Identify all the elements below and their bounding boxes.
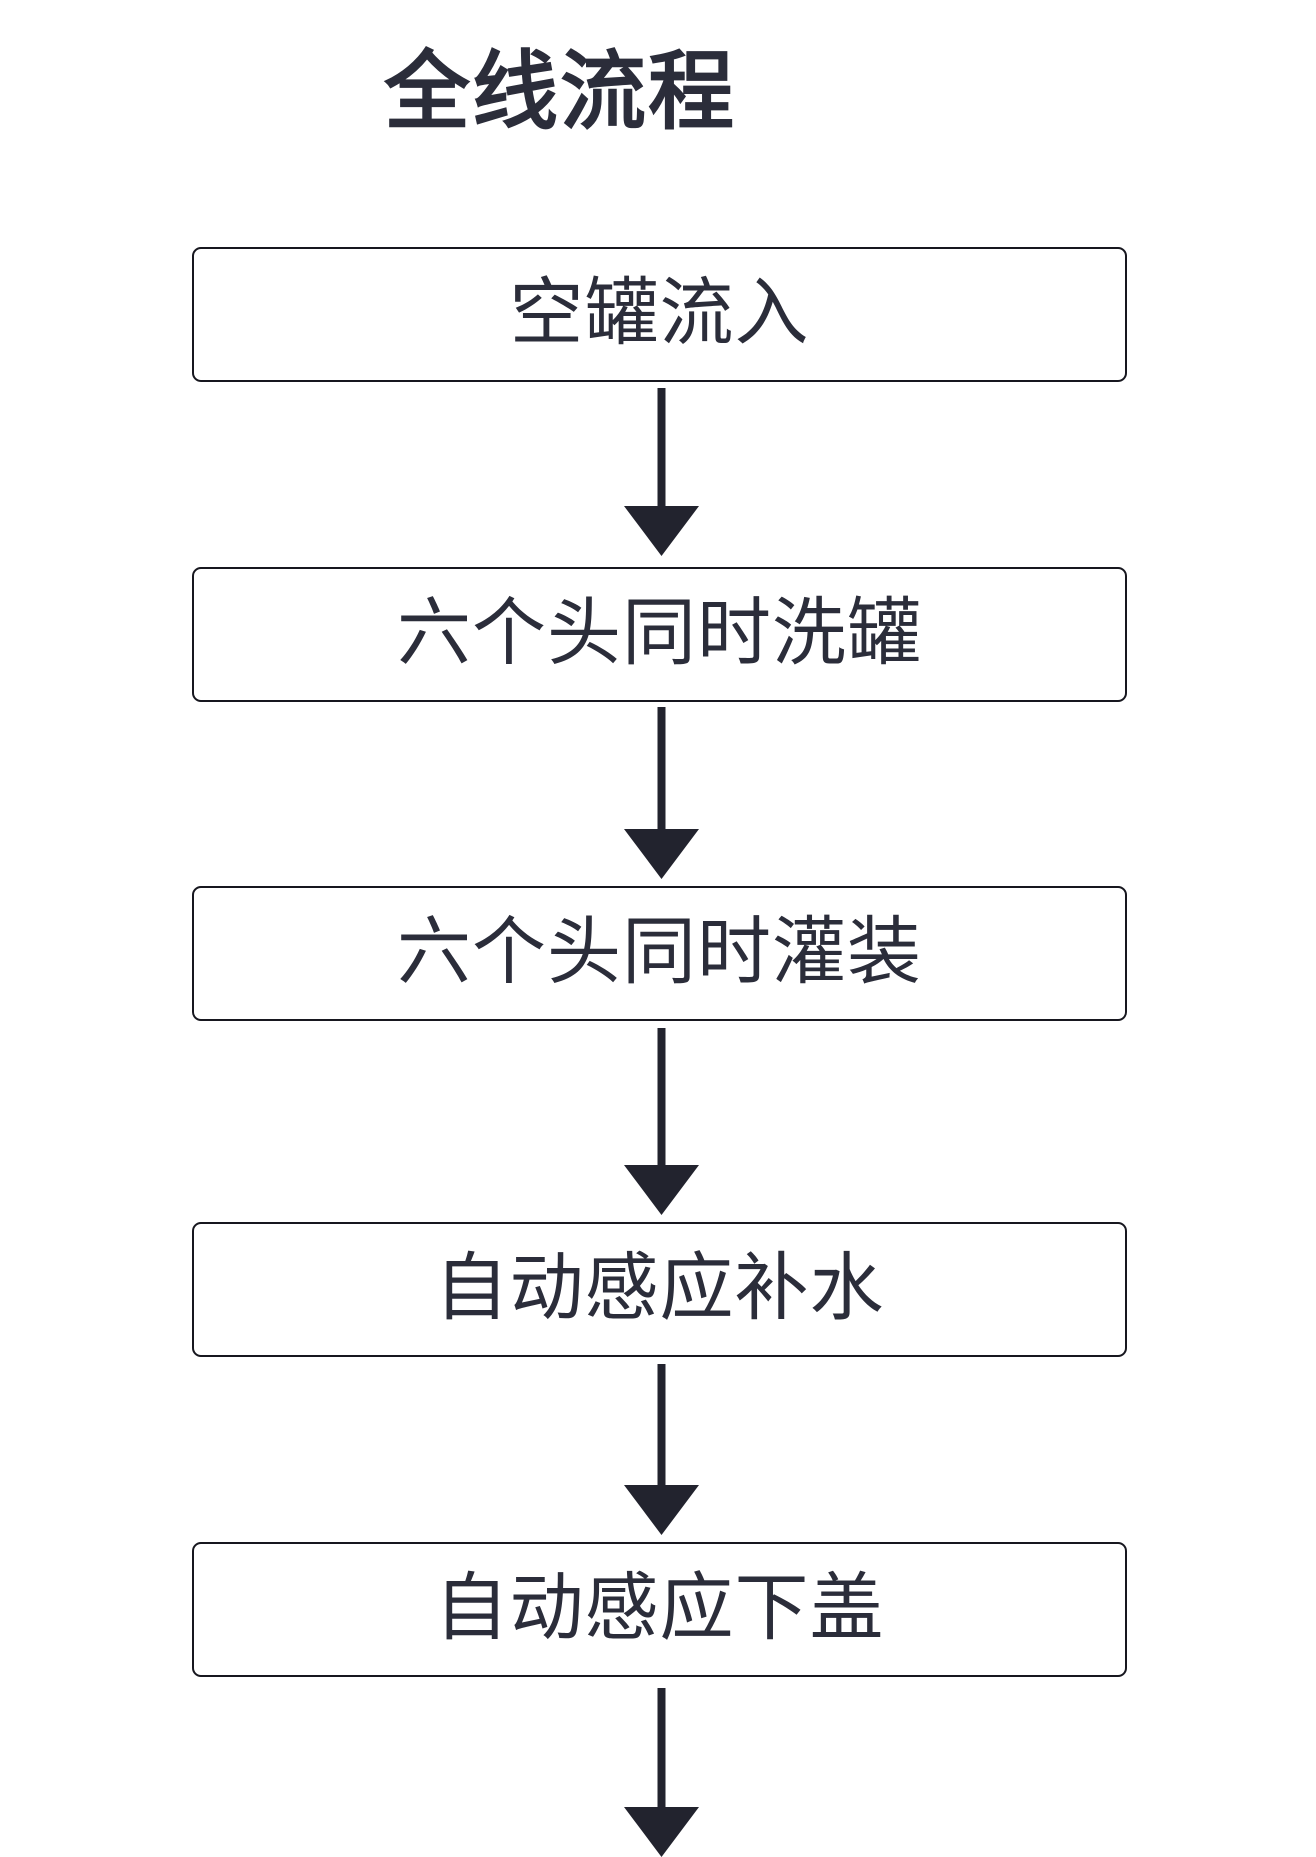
flow-edge-3 [624, 1028, 699, 1215]
page-title: 全线流程 [384, 44, 736, 140]
flow-node-5[interactable]: 自动感应下盖 [192, 1542, 1127, 1677]
flow-node-5-label: 自动感应下盖 [434, 1565, 885, 1649]
flow-node-4[interactable]: 自动感应补水 [192, 1222, 1127, 1357]
flow-edge-4 [624, 1364, 699, 1535]
flow-edge-1 [624, 388, 699, 556]
flow-node-2[interactable]: 六个头同时洗罐 [192, 567, 1127, 702]
arrow-down-icon [624, 388, 699, 556]
flow-edge-2 [624, 707, 699, 879]
arrow-down-icon [624, 1688, 699, 1857]
flow-node-4-label: 自动感应补水 [434, 1245, 885, 1329]
arrow-down-icon [624, 1028, 699, 1215]
flow-node-1-label: 空罐流入 [509, 270, 810, 354]
flow-node-2-label: 六个头同时洗罐 [397, 590, 922, 674]
flow-node-1[interactable]: 空罐流入 [192, 247, 1127, 382]
flow-node-3[interactable]: 六个头同时灌装 [192, 886, 1127, 1021]
arrow-down-icon [624, 1364, 699, 1535]
flow-edge-5 [624, 1688, 699, 1857]
arrow-down-icon [624, 707, 699, 879]
flow-node-3-label: 六个头同时灌装 [397, 909, 922, 993]
